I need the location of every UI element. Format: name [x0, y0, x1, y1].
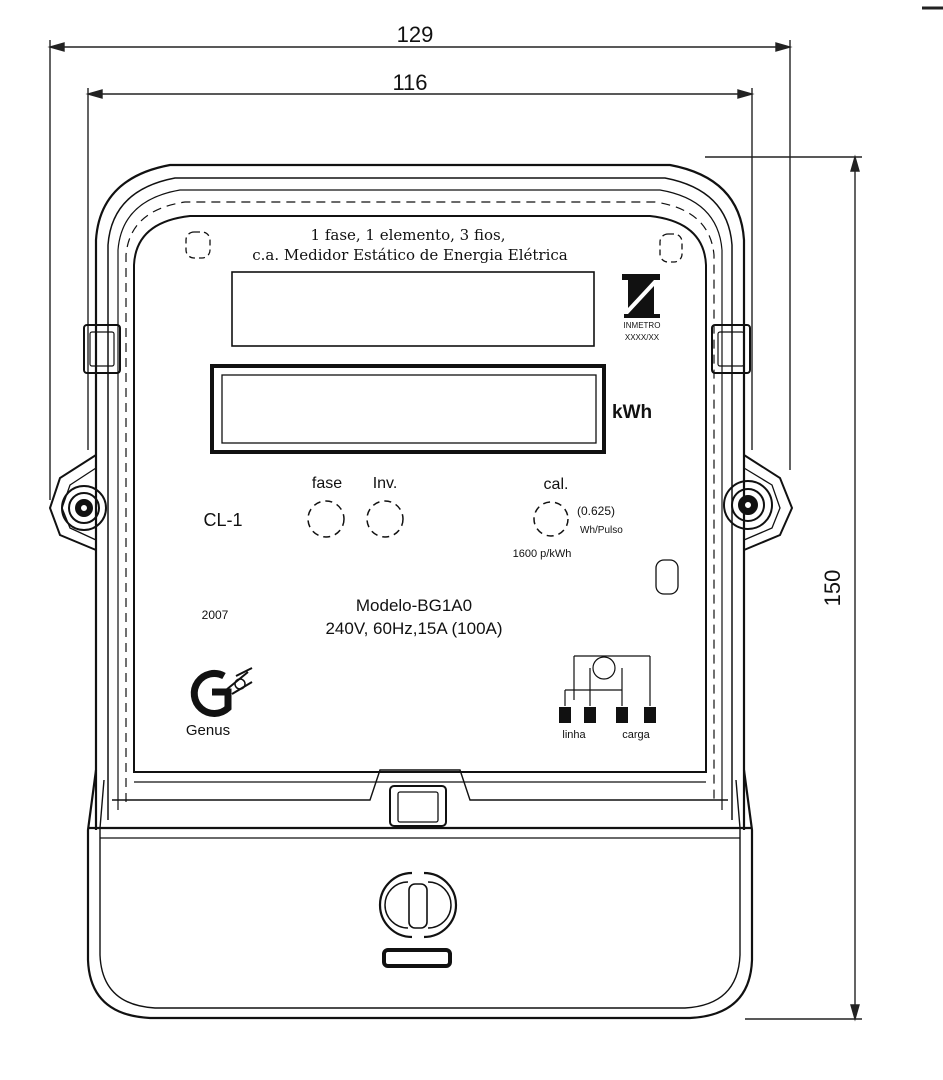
led-fase-label: fase	[312, 475, 342, 492]
mounting-ear-left	[48, 454, 107, 551]
dimension-inner-width: 116	[392, 70, 427, 95]
upper-display-window	[231, 271, 595, 347]
kwh-unit-label: kWh	[612, 402, 652, 423]
dimension-height: 150	[820, 570, 845, 607]
inmetro-code: XXXX/XX	[625, 333, 660, 342]
dimension-lines	[47, 6, 943, 1022]
mounting-ear-right	[723, 454, 794, 551]
dimension-outer-width: 129	[397, 22, 434, 47]
terminal-cover-slot	[382, 948, 452, 968]
accuracy-class: CL-1	[203, 510, 242, 530]
brand-name: Genus	[186, 722, 230, 739]
wiring-terminals	[559, 707, 656, 723]
led-cal	[533, 501, 569, 537]
wiring-diagram	[564, 655, 651, 706]
led-inv-label: Inv.	[373, 475, 398, 492]
cal-value: (0.625)	[577, 504, 615, 518]
faceplate-line-2: c.a. Medidor Estático de Energia Elétric…	[252, 246, 568, 264]
led-indicators	[307, 500, 569, 538]
inmetro-label: INMETRO	[624, 321, 661, 330]
model-rating: 240V, 60Hz,15A (100A)	[325, 619, 502, 638]
pulse-rate: 1600 p/kWh	[513, 548, 572, 560]
wiring-carga-label: carga	[622, 729, 650, 741]
cal-unit: Wh/Pulso	[580, 525, 623, 536]
led-cal-label: cal.	[544, 476, 569, 493]
manufacture-year: 2007	[202, 608, 229, 622]
side-clip-left	[83, 324, 121, 374]
faceplate-line-1: 1 fase, 1 elemento, 3 fios,	[311, 226, 506, 244]
kwh-display-window	[210, 364, 606, 454]
wiring-linha-label: linha	[562, 729, 586, 741]
side-clip-right	[711, 324, 751, 374]
meter-housing	[86, 163, 754, 1020]
led-fase	[307, 500, 345, 538]
inmetro-logo	[622, 274, 660, 318]
genus-logo	[190, 667, 253, 717]
led-inv	[366, 500, 404, 538]
terminal-cover-screw	[378, 871, 458, 939]
seal-screw-marks	[185, 231, 683, 595]
model-name: Modelo-BG1A0	[356, 596, 472, 615]
